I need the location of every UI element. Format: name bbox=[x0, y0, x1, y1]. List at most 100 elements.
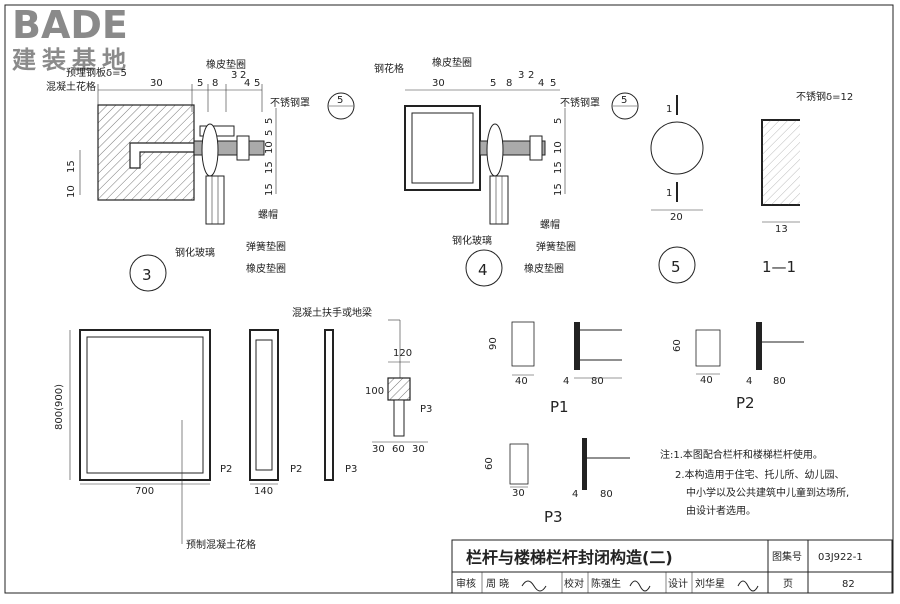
sheet-border bbox=[4, 4, 894, 594]
svg-text:15: 15 bbox=[553, 161, 564, 174]
svg-text:8: 8 bbox=[506, 78, 512, 89]
label-rubber-gasket-3b: 橡皮垫圈 bbox=[246, 262, 286, 275]
svg-text:页: 页 bbox=[783, 578, 793, 590]
svg-text:80: 80 bbox=[591, 376, 604, 387]
svg-text:30: 30 bbox=[432, 78, 445, 89]
label-rubber-gasket-3: 橡皮垫圈 bbox=[206, 58, 246, 71]
svg-text:10: 10 bbox=[66, 185, 77, 198]
svg-text:3: 3 bbox=[518, 70, 524, 81]
svg-text:P2: P2 bbox=[736, 394, 755, 412]
label-spring-washer-4: 弹簧垫圈 bbox=[536, 240, 576, 253]
svg-text:2: 2 bbox=[528, 70, 534, 81]
logo-brand: BADE bbox=[12, 3, 128, 47]
note-2b: 中小学以及公共建筑中儿童到达场所, bbox=[686, 486, 849, 499]
svg-text:15: 15 bbox=[264, 183, 275, 196]
svg-text:5: 5 bbox=[621, 95, 627, 106]
dim-5: 5 bbox=[197, 78, 203, 89]
bolt-cover-circle bbox=[650, 121, 704, 175]
label-rubber-gasket-4: 橡皮垫圈 bbox=[432, 56, 472, 69]
logo-sub: 建装基地 bbox=[12, 46, 132, 74]
svg-text:30: 30 bbox=[512, 488, 525, 499]
svg-text:100: 100 bbox=[365, 386, 384, 397]
reviewer-name: 周 晓 bbox=[486, 578, 509, 590]
dim-3: 3 bbox=[231, 70, 237, 81]
svg-text:5: 5 bbox=[264, 130, 275, 136]
svg-text:4: 4 bbox=[572, 489, 578, 500]
svg-text:5: 5 bbox=[490, 78, 496, 89]
label-spring-washer-3: 弹簧垫圈 bbox=[246, 240, 286, 253]
label-embed-plate: 预埋钢板δ=5 bbox=[66, 66, 127, 79]
svg-text:10: 10 bbox=[553, 141, 564, 154]
detail-3: 30 5 8 3 2 4 5 15 10 5 5 10 15 15 预埋钢板δ=… bbox=[46, 58, 355, 292]
svg-text:审核: 审核 bbox=[456, 577, 476, 590]
svg-text:60: 60 bbox=[484, 457, 495, 470]
note-2a: 2.本构造用于住宅、托儿所、幼儿园、 bbox=[675, 468, 845, 481]
svg-text:4: 4 bbox=[563, 376, 569, 387]
svg-text:80: 80 bbox=[773, 376, 786, 387]
svg-text:140: 140 bbox=[254, 486, 273, 497]
handrail-detail: 混凝土扶手或地梁 120 100 P3 30 60 30 bbox=[292, 306, 432, 455]
svg-text:30: 30 bbox=[412, 444, 425, 455]
svg-text:13: 13 bbox=[775, 224, 788, 235]
svg-text:4: 4 bbox=[538, 78, 544, 89]
dim-30: 30 bbox=[150, 78, 163, 89]
svg-text:40: 40 bbox=[700, 375, 713, 386]
svg-text:120: 120 bbox=[393, 348, 412, 359]
label-rubber-gasket-4b: 橡皮垫圈 bbox=[524, 262, 564, 275]
handrail-section bbox=[387, 377, 411, 401]
grille-elevation: 800(900) 700 P2 预制混凝土花格 140 P2 P3 bbox=[54, 329, 357, 551]
svg-text:700: 700 bbox=[135, 486, 154, 497]
svg-text:90: 90 bbox=[488, 337, 499, 350]
label-concrete-handrail: 混凝土扶手或地梁 bbox=[292, 306, 372, 319]
svg-text:60: 60 bbox=[672, 339, 683, 352]
svg-text:5: 5 bbox=[553, 118, 564, 124]
svg-text:20: 20 bbox=[670, 212, 683, 223]
dim-5b: 5 bbox=[254, 78, 260, 89]
drawing-title: 栏杆与楼梯栏杆封闭构造(二) bbox=[466, 548, 673, 567]
svg-text:5: 5 bbox=[337, 95, 343, 106]
svg-text:5: 5 bbox=[671, 258, 681, 276]
svg-text:15: 15 bbox=[66, 160, 77, 173]
svg-text:15: 15 bbox=[264, 161, 275, 174]
svg-text:4: 4 bbox=[478, 261, 488, 279]
svg-text:1: 1 bbox=[666, 104, 672, 115]
svg-text:40: 40 bbox=[515, 376, 528, 387]
reviewer-signature bbox=[521, 580, 547, 592]
svg-text:P1: P1 bbox=[550, 398, 569, 416]
label-ss-cover-3: 不锈钢罩 bbox=[270, 96, 310, 109]
section-1-1-title: 1—1 bbox=[762, 258, 796, 276]
svg-text:P3: P3 bbox=[544, 508, 563, 526]
svg-text:P2: P2 bbox=[220, 464, 232, 475]
dim-800-900: 800(900) bbox=[54, 384, 65, 430]
designer-signature bbox=[737, 580, 759, 592]
label-glass-4: 钢化玻璃 bbox=[452, 234, 492, 247]
atlas-label: 图集号 bbox=[772, 550, 802, 563]
grille-edge-view bbox=[324, 329, 334, 481]
label-precast-grille: 预制混凝土花格 bbox=[186, 538, 256, 551]
detail-5: 1 1 20 5 13 不锈钢δ=12 1—1 bbox=[650, 90, 853, 284]
label-steel-grille: 钢花格 bbox=[374, 62, 404, 75]
ref-circle-3 bbox=[327, 92, 355, 120]
checker-signature bbox=[629, 580, 651, 592]
svg-text:5: 5 bbox=[550, 78, 556, 89]
part-p2: 60 40 4 80 P2 bbox=[672, 322, 804, 412]
svg-text:设计: 设计 bbox=[668, 577, 688, 590]
svg-text:80: 80 bbox=[600, 489, 613, 500]
svg-text:1: 1 bbox=[666, 188, 672, 199]
ref-circle-4 bbox=[611, 92, 639, 120]
svg-text:P3: P3 bbox=[345, 464, 357, 475]
designer-name: 刘华星 bbox=[695, 577, 725, 590]
label-nut-4: 螺帽 bbox=[540, 218, 560, 231]
atlas-number: 03J922-1 bbox=[818, 552, 863, 563]
page-number: 82 bbox=[842, 579, 855, 590]
title-block: 栏杆与楼梯栏杆封闭构造(二) 图集号 03J922-1 审核 周 晓 校对 陈强… bbox=[451, 539, 893, 594]
svg-text:5: 5 bbox=[264, 118, 275, 124]
label-glass-3: 钢化玻璃 bbox=[175, 246, 215, 259]
label-ss-plate: 不锈钢δ=12 bbox=[796, 90, 853, 103]
svg-text:10: 10 bbox=[264, 141, 275, 154]
svg-text:4: 4 bbox=[746, 376, 752, 387]
detail-callout-4 bbox=[465, 249, 503, 287]
svg-text:3: 3 bbox=[142, 266, 152, 284]
